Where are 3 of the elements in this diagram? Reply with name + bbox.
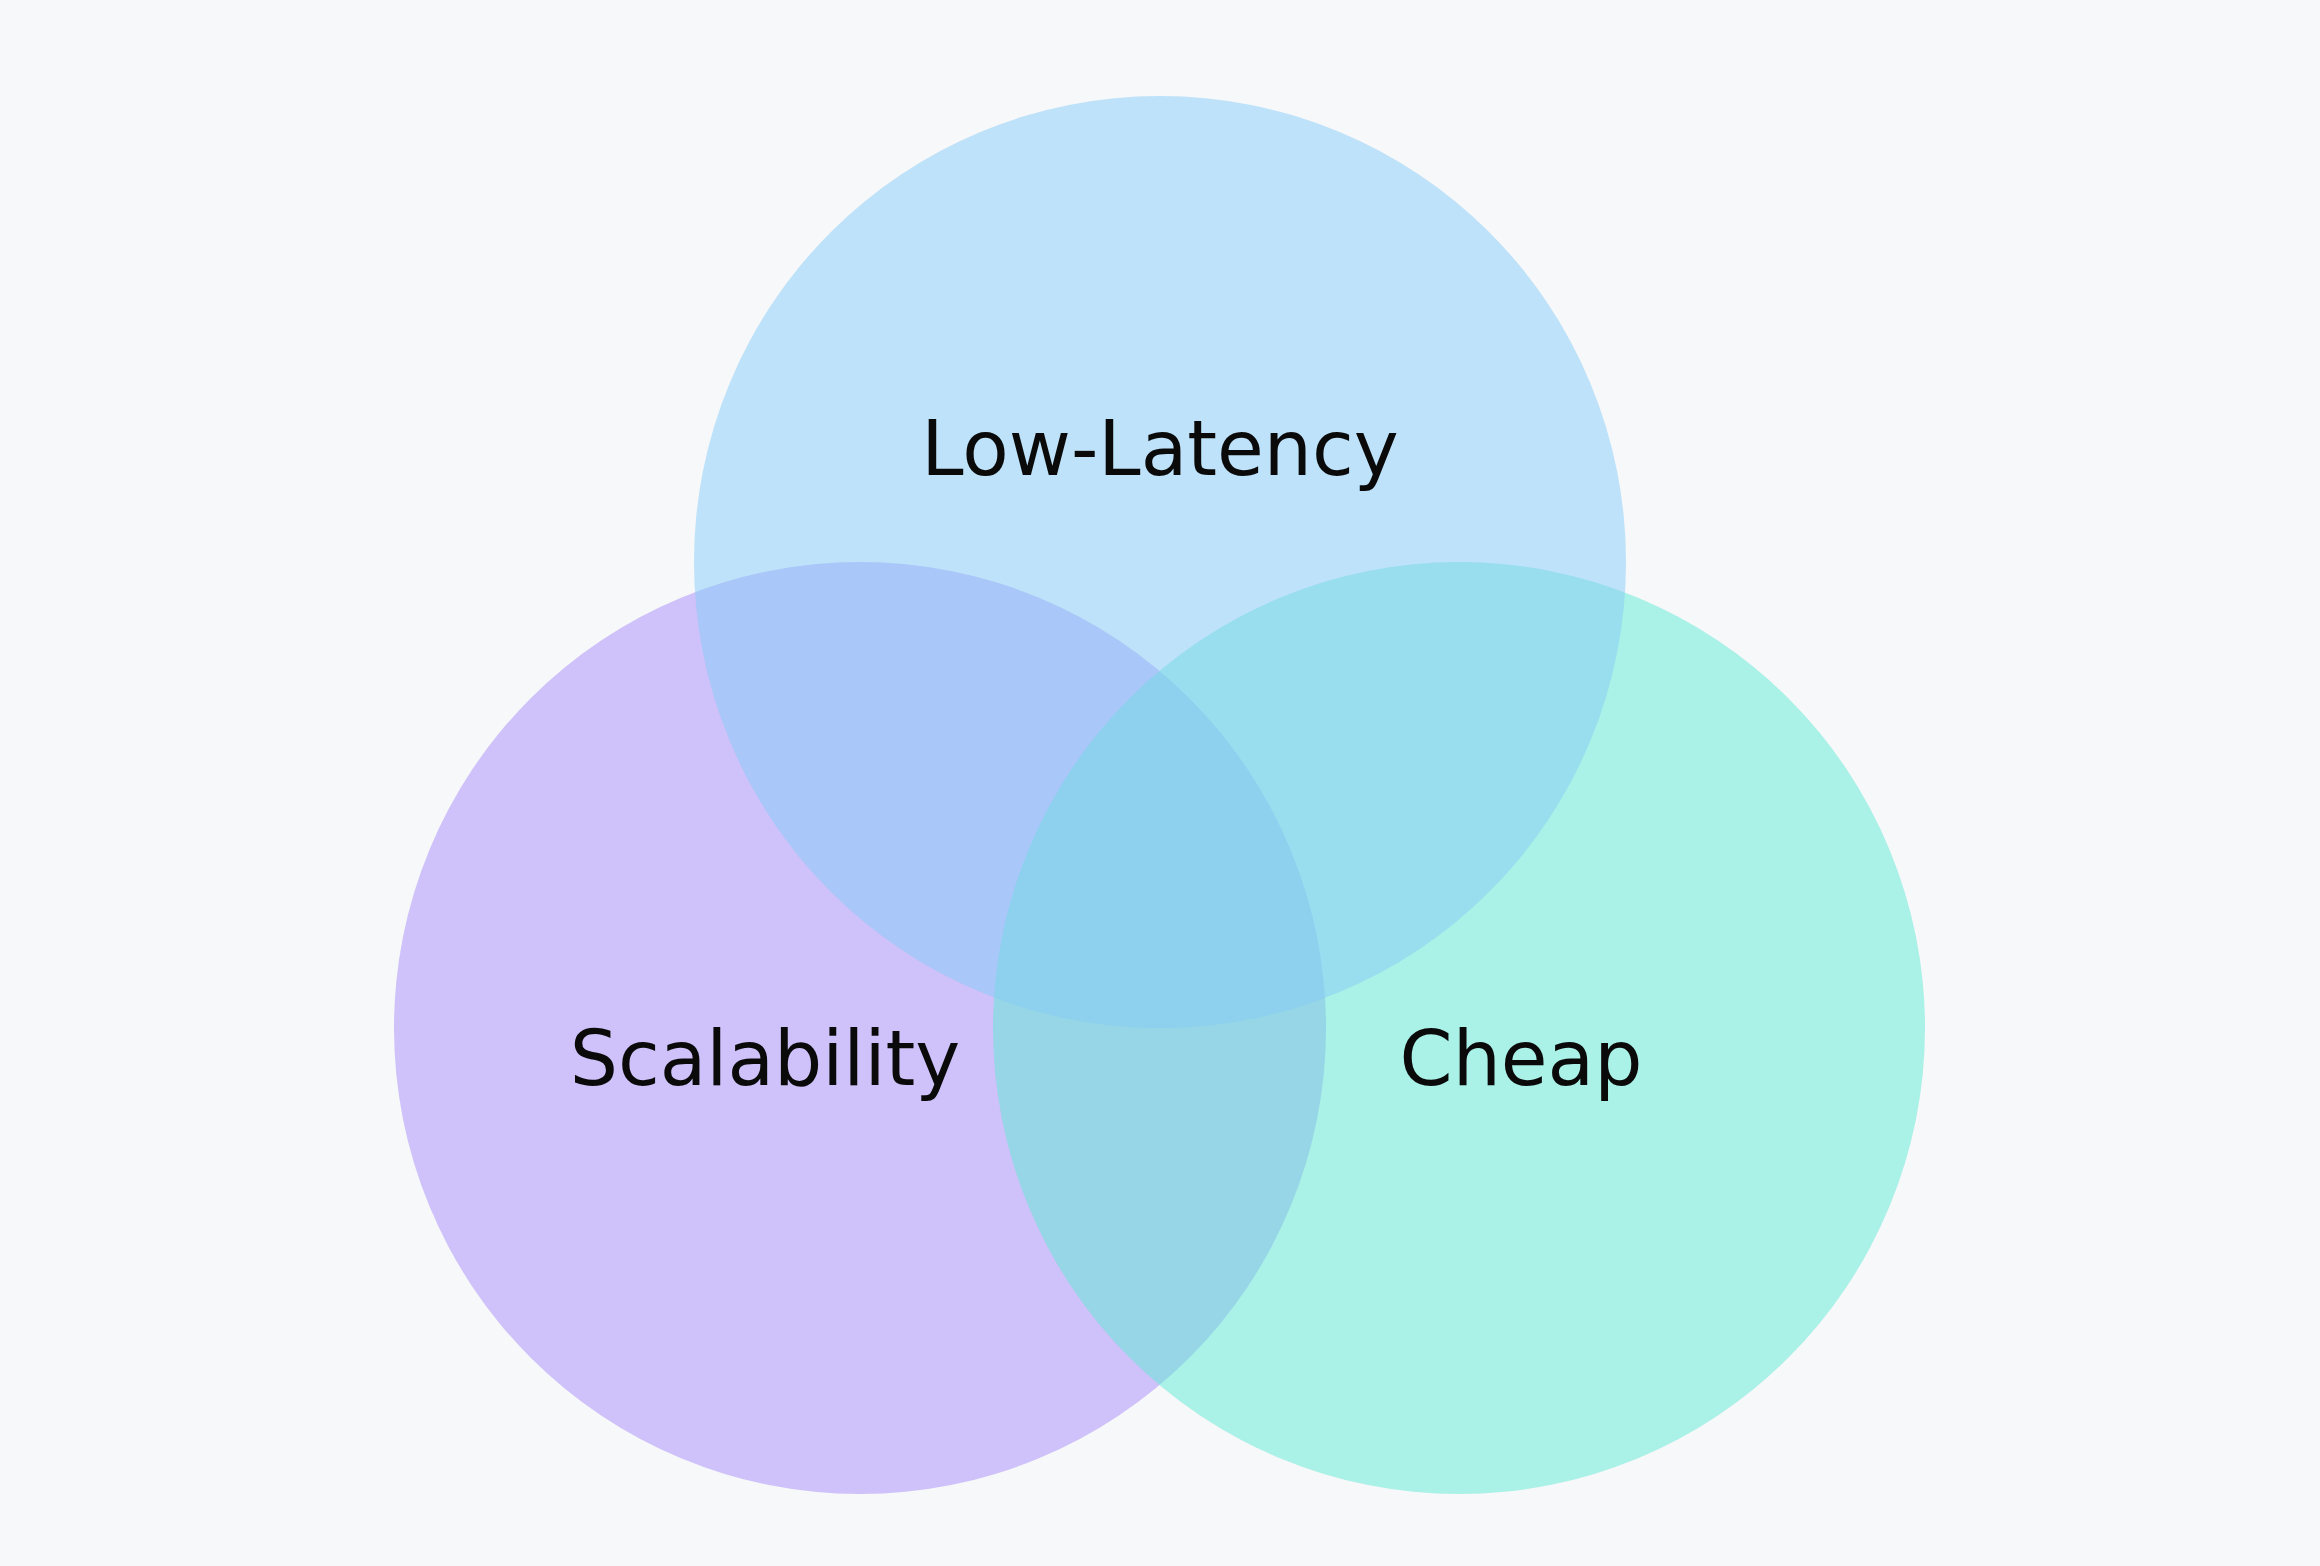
circle-label: Scalability <box>569 1013 961 1103</box>
circle-label: Low-Latency <box>921 403 1399 493</box>
circle-label: Cheap <box>1399 1013 1643 1103</box>
